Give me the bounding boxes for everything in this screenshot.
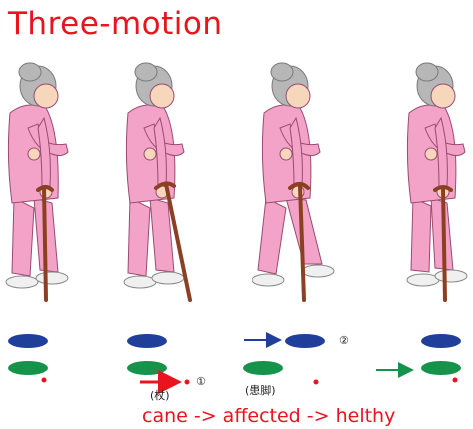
healthy-foot-print xyxy=(421,361,461,375)
footprints-step-1 xyxy=(127,334,190,385)
healthy-foot-print xyxy=(243,361,283,375)
footprints-step-2 xyxy=(243,334,325,385)
elderly-woman-figure-2 xyxy=(118,58,218,308)
cane-point xyxy=(185,380,190,385)
elderly-woman-figure-4 xyxy=(373,58,473,308)
affected-foot-print xyxy=(421,334,461,348)
healthy-foot-print xyxy=(127,361,167,375)
elderly-woman-figure-1 xyxy=(0,58,100,308)
affected-foot-print xyxy=(8,334,48,348)
step-number-1: ① xyxy=(196,375,206,389)
cane-point xyxy=(42,378,47,383)
footprints-step-0 xyxy=(8,334,48,383)
affected-step-label: (患脚) xyxy=(245,384,276,398)
sequence-caption: cane -> affected -> helthy xyxy=(142,405,395,427)
affected-foot-print xyxy=(285,334,325,348)
elderly-woman-figure-3 xyxy=(252,58,352,308)
footprint-sequence xyxy=(0,318,473,398)
affected-foot-print xyxy=(127,334,167,348)
cane-point xyxy=(453,378,458,383)
cane-point xyxy=(314,380,319,385)
step-number-2: ② xyxy=(339,334,349,348)
cane-step-label: (杖) xyxy=(150,389,170,403)
healthy-foot-print xyxy=(8,361,48,375)
footprints-step-3 xyxy=(376,334,461,383)
page-title: Three-motion xyxy=(8,4,223,44)
